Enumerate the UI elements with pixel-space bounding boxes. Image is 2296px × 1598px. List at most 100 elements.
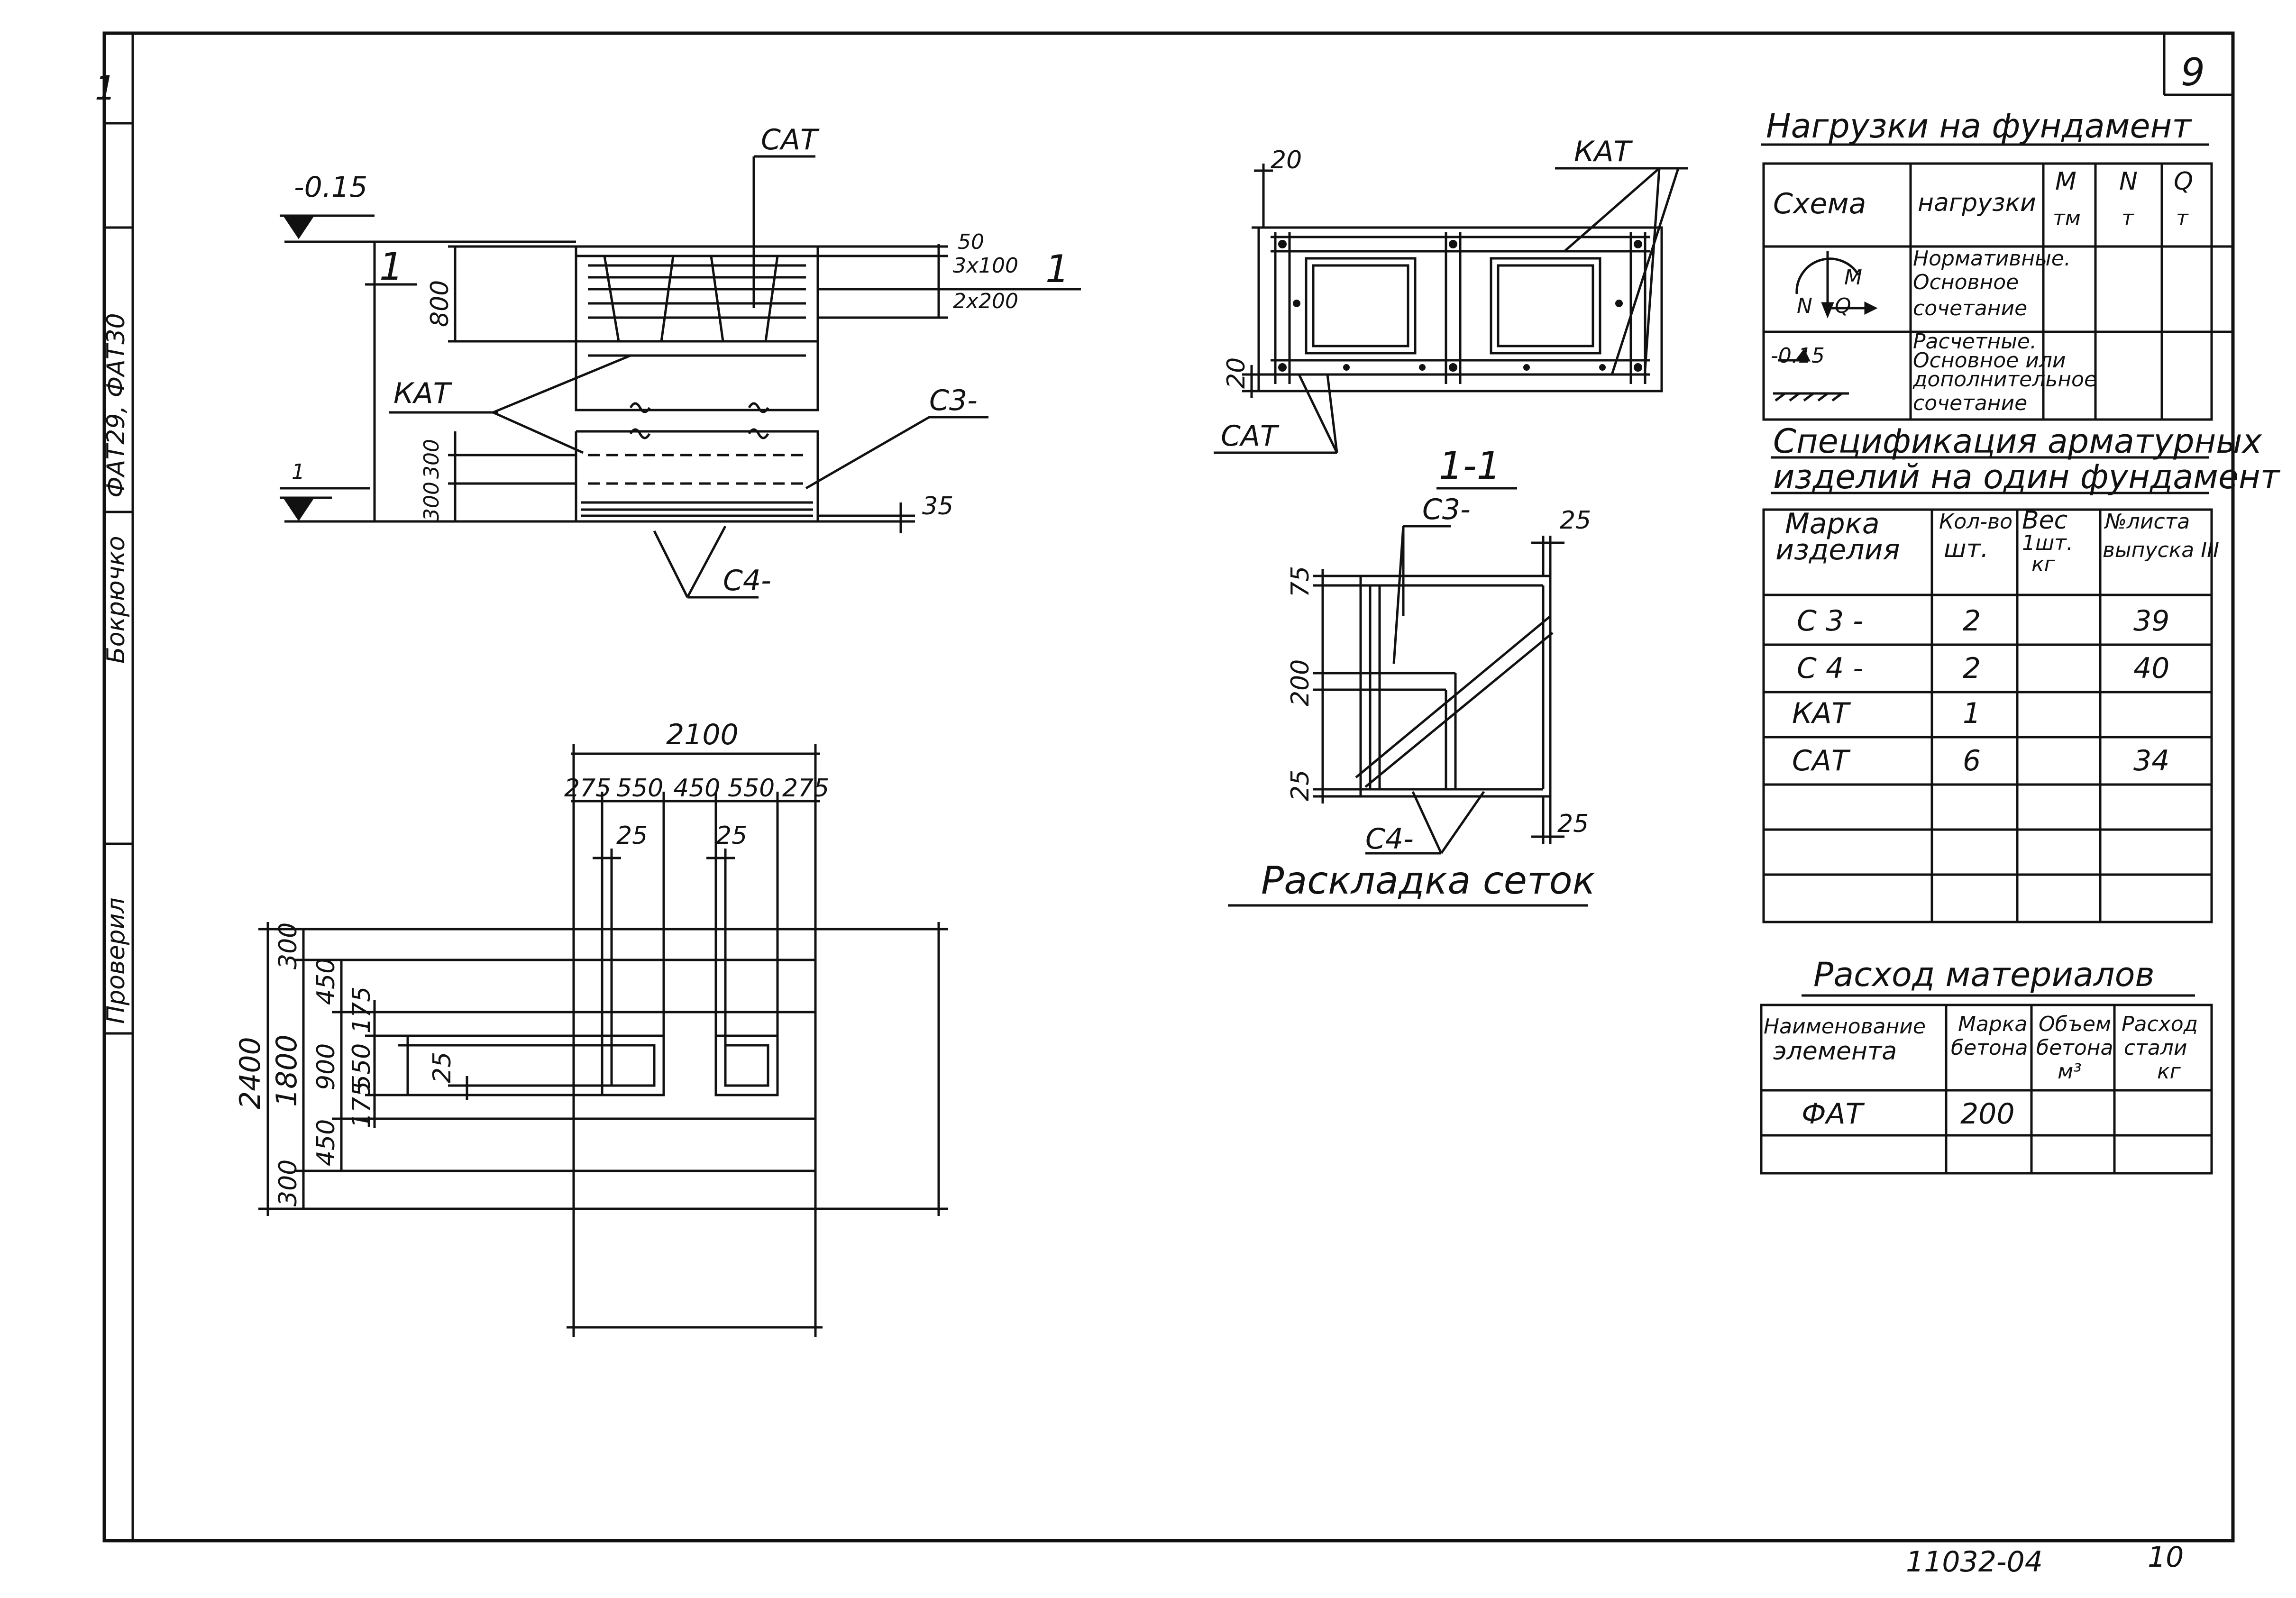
dim-plan-550: 550 [348, 1043, 376, 1090]
loads-row-normative-3: сочетание [1913, 296, 2027, 320]
loads-header-loads: нагрузки [1918, 189, 2036, 217]
stamp-left-title: ФАТ29, ФАТ30 [102, 313, 130, 498]
scheme-q-label: Q [1835, 294, 1851, 318]
dim-plan-25-a: 25 [616, 822, 648, 850]
spec-row-4-mark: САТ [1792, 744, 1851, 777]
materials-header-volume-1: Объем [2039, 1012, 2111, 1036]
dim-plan-175-b: 175 [348, 1081, 376, 1128]
materials-header-volume-3: м³ [2058, 1059, 2082, 1084]
dim-plan-1800: 1800 [270, 1034, 303, 1107]
dim-plan-seg-1: 275 [564, 774, 611, 803]
mesh-layout-title: Раскладка сеток [1261, 858, 1595, 903]
loads-row-design-4: сочетание [1913, 391, 2027, 415]
spec-row-2-mark: С 4 - [1797, 652, 1863, 685]
dim-section-25-top: 25 [1560, 506, 1591, 535]
dim-plan-seg-4: 550 [728, 774, 775, 803]
materials-row-1-grade: 200 [1960, 1097, 2015, 1131]
dim-plan-2400: 2400 [234, 1037, 267, 1109]
elevation-view: -0.15 1 1 1 САТ КАТ С3- С4- 50 3x100 2x2… [292, 123, 1070, 597]
loads-table: Нагрузки на фундамент Схема нагрузки М т… [1766, 107, 2193, 415]
scheme-elev-label: -0.15 [1771, 344, 1825, 368]
section-title: 1-1 [1439, 444, 1501, 488]
elevation-bottom-label: 1 [292, 460, 305, 484]
materials-title: Расход материалов [1813, 955, 2155, 994]
dim-plan-450-a: 450 [312, 958, 340, 1005]
dim-plan-450-b: 450 [312, 1119, 340, 1166]
dim-300-a: 300 [420, 439, 444, 479]
frame-detail: 20 20 КАТ САТ [1221, 135, 1633, 453]
materials-header-name-1: Наименование [1764, 1014, 1926, 1039]
sat-label-frame: САТ [1221, 420, 1280, 453]
sat-label-elevation: САТ [761, 123, 820, 156]
page-number: 10 [2148, 1541, 2184, 1574]
dim-plan-25-b: 25 [716, 822, 747, 850]
materials-header-name-2: элемента [1773, 1037, 1897, 1066]
spec-header-mark-1: Марка [1785, 507, 1880, 540]
s4-label-section: С4- [1365, 822, 1414, 856]
dim-section-200: 200 [1286, 659, 1315, 706]
section-view: 1-1 С3- С4- 25 25 75 200 25 Раскладка се… [1261, 444, 1595, 903]
s3-label-section: С3- [1422, 493, 1471, 526]
spec-header-weight-2: 1шт. [2022, 531, 2073, 555]
spec-header-sheet-2: выпуска III [2103, 538, 2219, 562]
loads-header-m-unit: тм [2053, 206, 2081, 230]
plan-view: 2100 275 550 450 550 275 25 25 2400 1800… [234, 718, 829, 1206]
materials-row-1-name: ФАТ [1802, 1097, 1865, 1131]
loads-header-scheme: Схема [1773, 187, 1866, 220]
loads-header-m: М [2055, 167, 2076, 196]
section-mark-left: 1 [379, 245, 403, 289]
dim-plan-300-top: 300 [274, 922, 302, 969]
loads-header-n: N [2119, 167, 2138, 196]
dim-300-b: 300 [420, 482, 444, 521]
loads-row-normative-2: Основное [1913, 270, 2019, 294]
loads-header-n-unit: т [2122, 206, 2134, 230]
dim-2x200: 2x200 [953, 289, 1018, 313]
dim-section-75: 75 [1286, 566, 1315, 597]
spec-header-weight-3: кг [2031, 552, 2056, 576]
materials-header-steel-1: Расход [2122, 1012, 2198, 1036]
materials-table: Расход материалов Наименование элемента … [1764, 955, 2198, 1131]
kat-label-elevation: КАТ [393, 377, 453, 410]
side-mark: 1 [95, 69, 116, 108]
spec-row-4-qty: 6 [1963, 744, 1981, 777]
spec-title-line1: Спецификация арматурных [1773, 422, 2262, 461]
spec-header-qty-2: шт. [1944, 535, 1988, 563]
scheme-m-label: M [1844, 265, 1862, 290]
spec-table: Спецификация арматурных изделий на один … [1773, 422, 2281, 777]
dim-plan-seg-5: 275 [782, 774, 829, 803]
spec-header-mark-2: изделия [1775, 533, 1900, 566]
dim-plan-seg-2: 550 [616, 774, 663, 803]
dim-plan-25-inner: 25 [428, 1052, 457, 1083]
dim-frame-20-top: 20 [1271, 146, 1302, 174]
s3-label-elevation: С3- [929, 384, 978, 417]
materials-header-grade-2: бетона [1951, 1036, 2028, 1060]
materials-header-steel-2: стали [2124, 1036, 2187, 1060]
materials-header-grade-1: Марка [1958, 1012, 2027, 1036]
loads-header-q-unit: т [2176, 206, 2189, 230]
spec-row-1-qty: 2 [1963, 604, 1981, 638]
sheet-code: 11032-04 [1906, 1545, 2043, 1579]
dim-3x100: 3x100 [953, 254, 1018, 278]
dim-35: 35 [922, 492, 953, 520]
dim-section-25-bottom: 25 [1557, 810, 1589, 838]
loads-row-normative: Нормативные. [1913, 247, 2071, 271]
elevation-top-label: -0.15 [294, 171, 367, 204]
spec-row-1-sheet: 39 [2133, 604, 2169, 638]
loads-title: Нагрузки на фундамент [1766, 107, 2192, 146]
scheme-n-label: N [1797, 294, 1812, 318]
spec-row-3-qty: 1 [1963, 697, 1981, 730]
dim-plan-300-bottom: 300 [274, 1160, 302, 1206]
stamp-name: Бокрючко [102, 536, 130, 664]
spec-title-line2: изделий на один фундамент [1773, 457, 2281, 496]
spec-row-2-sheet: 40 [2133, 652, 2169, 685]
dim-plan-seg-3: 450 [673, 774, 720, 803]
s4-label-elevation: С4- [723, 564, 771, 597]
sheet-number: 9 [2181, 50, 2205, 94]
loads-row-design: Расчетные. [1913, 329, 2037, 354]
spec-header-qty-1: Кол-во [1939, 510, 2012, 534]
stamp-checked: Проверил [102, 897, 130, 1024]
spec-header-weight-1: Вес [2022, 506, 2067, 535]
kat-label-frame: КАТ [1574, 135, 1633, 168]
dim-50: 50 [958, 230, 984, 254]
